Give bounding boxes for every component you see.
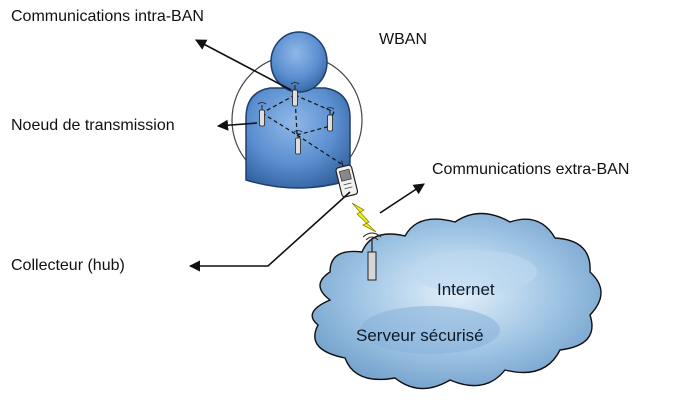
hub-label: Collecteur (hub)	[11, 257, 125, 274]
arrow-extra-ban	[379, 183, 425, 214]
arrow-hub	[188, 191, 351, 272]
arrow-transmission-node	[216, 119, 258, 131]
lightning-icon	[351, 202, 377, 233]
extra-ban-label: Communications extra-BAN	[432, 161, 630, 178]
antenna-icon	[362, 232, 382, 281]
hub-device-icon	[335, 160, 359, 198]
cloud-icon	[311, 212, 602, 390]
arrow-intra-ban	[195, 39, 292, 91]
wban-label: WBAN	[379, 31, 427, 48]
intra-ban-label: Communications intra-BAN	[11, 8, 204, 25]
internet-label: Internet	[437, 280, 495, 299]
secure-server-label: Serveur sécurisé	[356, 326, 484, 345]
transmission-node-label: Noeud de transmission	[11, 117, 175, 134]
